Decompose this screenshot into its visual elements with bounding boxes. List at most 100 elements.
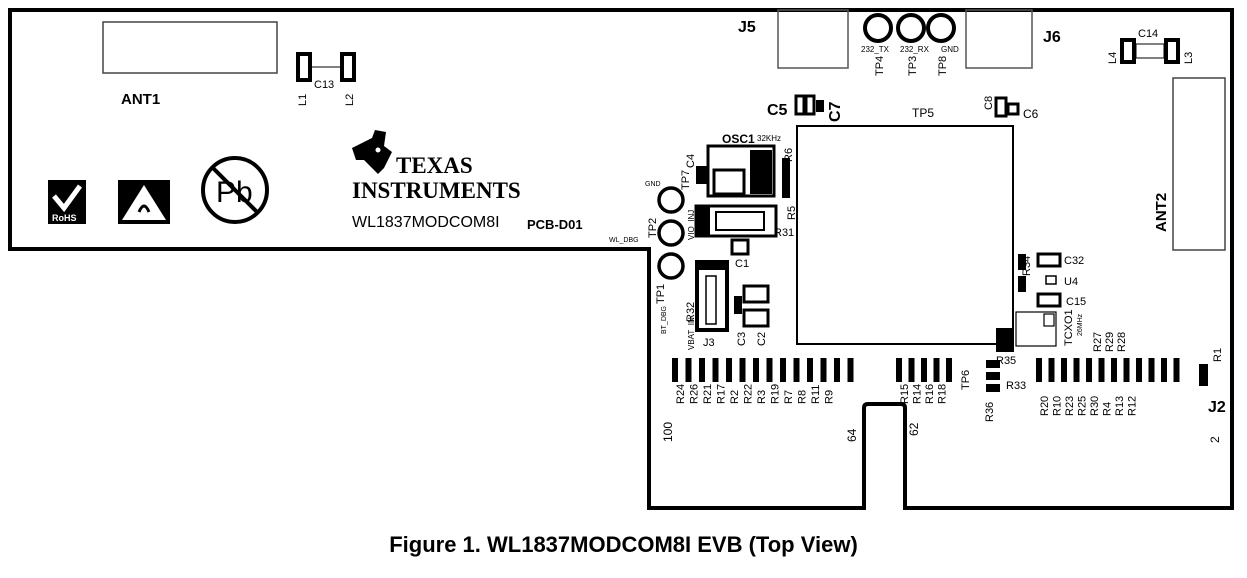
pcb-outline: [8, 8, 1234, 510]
c2-label: C2: [756, 332, 768, 346]
c13-footprint: [296, 52, 356, 82]
resistor-array-left: [672, 358, 854, 382]
c5-label: C5: [767, 102, 788, 119]
tp4-signal: 232_TX: [861, 45, 890, 54]
r28-label: R28: [1116, 332, 1128, 352]
resistor-label: R13: [1114, 396, 1126, 416]
ti-brand-line1: TEXAS: [396, 153, 473, 178]
resistor-pad: [946, 358, 952, 382]
resistor-label: R9: [824, 390, 836, 404]
pcb-id-label: PCB-D01: [527, 217, 583, 232]
c7-label: C7: [827, 101, 844, 122]
c13-label: C13: [314, 79, 334, 91]
module-name-label: WL1837MODCOM8I: [352, 214, 500, 231]
resistor-label: R21: [702, 384, 714, 404]
r35-label: R35: [996, 355, 1016, 367]
resistor-label: R18: [937, 384, 949, 404]
j6-label: J6: [1043, 29, 1061, 46]
resistor-pad: [1173, 358, 1180, 382]
resistor-label: R20: [1039, 396, 1051, 416]
ant2-label: ANT2: [1153, 193, 1170, 232]
r29-label: R29: [1104, 332, 1116, 352]
c14-label: C14: [1138, 28, 1158, 40]
resistor-pad: [1161, 358, 1167, 382]
resistor-label: R22: [743, 384, 755, 404]
resistor-pad: [1086, 358, 1092, 382]
resistor-pad: [739, 358, 746, 382]
resistor-pad: [699, 358, 705, 382]
tp5-label: TP5: [912, 106, 934, 120]
l2-label: L2: [344, 94, 356, 106]
resistor-pad: [1098, 358, 1105, 382]
r5-r31-footprint: [694, 204, 778, 256]
j3-footprint: [695, 260, 729, 332]
tp7-signal: GND: [645, 181, 661, 188]
resistor-pad: [672, 358, 678, 382]
ti-logo-icon: [352, 130, 392, 174]
resistor-label: R19: [770, 384, 782, 404]
j3-label: J3: [703, 337, 715, 349]
r33-r35-footprint: [986, 360, 1000, 392]
c5-c7-footprint: [794, 94, 824, 116]
resistor-pad: [896, 358, 902, 382]
resistor-pad: [834, 358, 840, 382]
u4-label: U4: [1064, 276, 1078, 288]
resistor-label: R30: [1089, 396, 1101, 416]
tp2-signal: WL_DBG: [609, 237, 639, 244]
r27-label: R27: [1092, 332, 1104, 352]
pb-free-logo: Pb: [201, 156, 269, 224]
vio-inj-label: VIO_INJ: [687, 210, 696, 240]
resistor-label: R3: [756, 390, 768, 404]
tcxo1-freq: 26MHz: [1077, 313, 1084, 336]
osc1-freq: 32KHz: [757, 134, 781, 143]
r32-label: R32: [685, 302, 697, 322]
edge-pin-62: 62: [907, 422, 921, 436]
tp3-signal: 232_RX: [900, 45, 930, 54]
resistor-pad: [793, 358, 800, 382]
resistor-pad: [1136, 358, 1142, 382]
wl1837-module-body: [796, 125, 1014, 345]
r1-footprint: [1199, 364, 1208, 386]
resistor-label: R7: [783, 390, 795, 404]
resistor-pad: [1123, 358, 1130, 382]
tp3-label: TP3: [907, 56, 919, 76]
c14-footprint: [1120, 38, 1180, 64]
tcxo1-label: TCXO1: [1063, 309, 1075, 346]
resistor-label: R26: [689, 384, 701, 404]
resistor-label: R16: [924, 384, 936, 404]
resistor-pad: [726, 358, 732, 382]
edge-pin-2: 2: [1208, 436, 1222, 443]
l1-label: L1: [297, 94, 309, 106]
r31-label: R31: [774, 227, 794, 239]
figure-caption: Figure 1. WL1837MODCOM8I EVB (Top View): [389, 532, 858, 557]
left-test-points: [657, 186, 685, 280]
c8-c6-footprint: [994, 96, 1020, 118]
c2-c3-footprint: [734, 284, 770, 328]
osc1-crystal: [696, 144, 790, 198]
resistor-array-mid: [896, 358, 952, 382]
tp4-label: TP4: [874, 56, 886, 76]
l3-label: L3: [1183, 52, 1195, 64]
esd-logo: [118, 180, 170, 224]
resistor-pad: [1036, 358, 1042, 382]
ant1-label: ANT1: [121, 91, 160, 108]
l4-label: L4: [1107, 52, 1119, 64]
c1-label: C1: [735, 258, 749, 270]
ant1-antenna: [102, 21, 278, 74]
resistor-label: R8: [797, 390, 809, 404]
r34-label: R34: [1021, 256, 1033, 276]
resistor-pad: [685, 358, 692, 382]
resistor-pad: [933, 358, 940, 382]
j5-label: J5: [738, 19, 756, 36]
r1-label: R1: [1212, 348, 1224, 362]
resistor-label: R24: [675, 384, 687, 404]
tp8-label: TP8: [937, 56, 949, 76]
r6-label: R6: [783, 148, 795, 162]
tp6-label: TP6: [960, 370, 972, 390]
resistor-array-right: [1036, 358, 1180, 382]
c8-label: C8: [983, 96, 995, 110]
tp1-label: TP1: [655, 284, 667, 304]
